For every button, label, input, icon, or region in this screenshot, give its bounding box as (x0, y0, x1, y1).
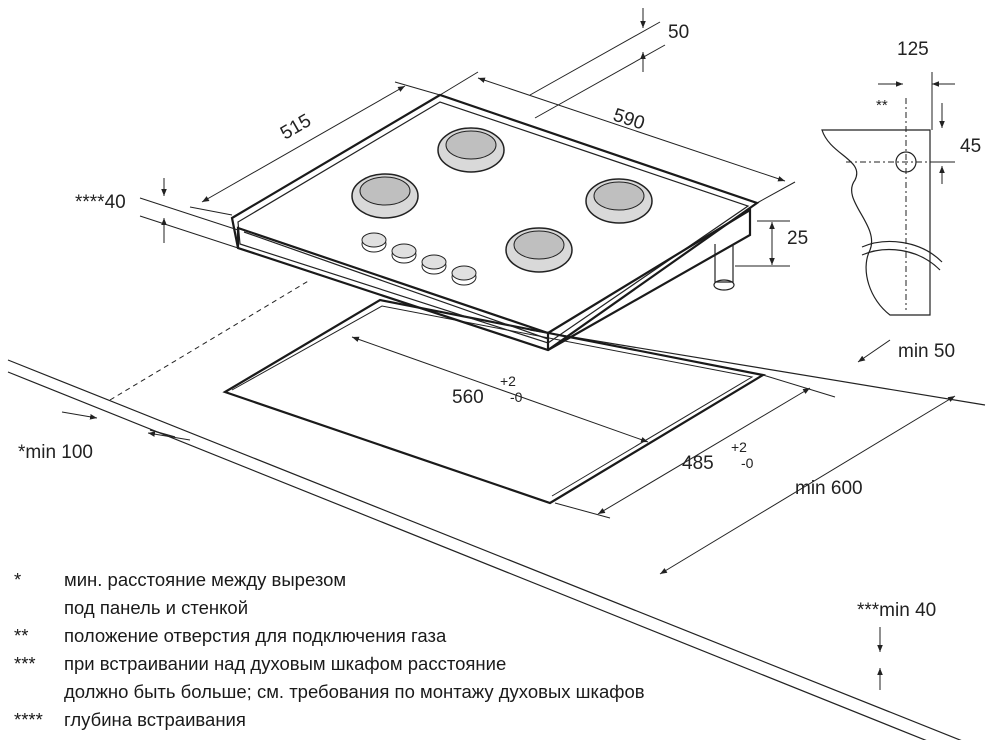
label-gas-x: 125 (897, 39, 929, 60)
legend-item-continuation: под панель и стенкой (12, 594, 812, 622)
hob (230, 93, 760, 352)
legend-text: мин. расстояние между вырезом (64, 569, 347, 590)
legend-text: должно быть больше; см. требования по мо… (64, 681, 645, 702)
label-min-oven: ***min 40 (857, 600, 936, 621)
legend-mark: ** (14, 625, 29, 646)
legend-item: ** положение отверстия для подключения г… (12, 622, 812, 650)
burner-front-right (505, 227, 573, 273)
label-offset-top: 50 (668, 22, 689, 43)
legend-item: **** глубина встраивания (12, 706, 812, 734)
legend: * мин. расстояние между вырезом под пане… (12, 566, 812, 734)
label-cutout-depth-tol-plus: +2 (731, 439, 747, 455)
legend-text: глубина встраивания (64, 709, 246, 730)
legend-item: * мин. расстояние между вырезом (12, 566, 812, 594)
label-cutout-width: 560 (452, 387, 484, 408)
label-cutout-depth: 485 (682, 453, 714, 474)
label-width-hob: 590 (610, 105, 647, 135)
gas-connection-detail (821, 72, 955, 316)
label-height-hob: 25 (787, 228, 808, 249)
legend-text: под панель и стенкой (64, 597, 249, 618)
legend-text: положение отверстия для подключения газа (64, 625, 447, 646)
label-min-front: *min 100 (18, 442, 93, 463)
label-install-depth: ****40 (75, 192, 126, 213)
legend-item: *** при встраивании над духовым шкафом р… (12, 650, 812, 678)
legend-item-continuation: должно быть больше; см. требования по мо… (12, 678, 812, 706)
legend-mark: * (14, 569, 22, 590)
burner-front-left (351, 173, 419, 219)
dimension-lines (61, 8, 956, 690)
label-cutout-depth-tol-minus: -0 (741, 455, 754, 471)
label-cutout-width-tol-plus: +2 (500, 373, 516, 389)
knob-3 (421, 254, 447, 275)
knob-4 (451, 265, 477, 286)
control-knobs (361, 232, 477, 286)
burner-rear-right (585, 178, 653, 224)
legend-mark: **** (14, 709, 43, 730)
burner-rear-left (437, 127, 505, 173)
legend-mark: *** (14, 653, 36, 674)
label-gas-mark: ** (876, 97, 888, 114)
label-cutout-width-tol-minus: -0 (510, 389, 523, 405)
knob-2 (391, 243, 417, 264)
label-wall-min: min 50 (898, 341, 955, 362)
legend-text: при встраивании над духовым шкафом расст… (64, 653, 507, 674)
label-gas-y: 45 (960, 136, 981, 157)
label-depth-hob: 515 (277, 110, 315, 144)
knob-1 (361, 232, 387, 253)
label-min-depth: min 600 (795, 478, 863, 499)
